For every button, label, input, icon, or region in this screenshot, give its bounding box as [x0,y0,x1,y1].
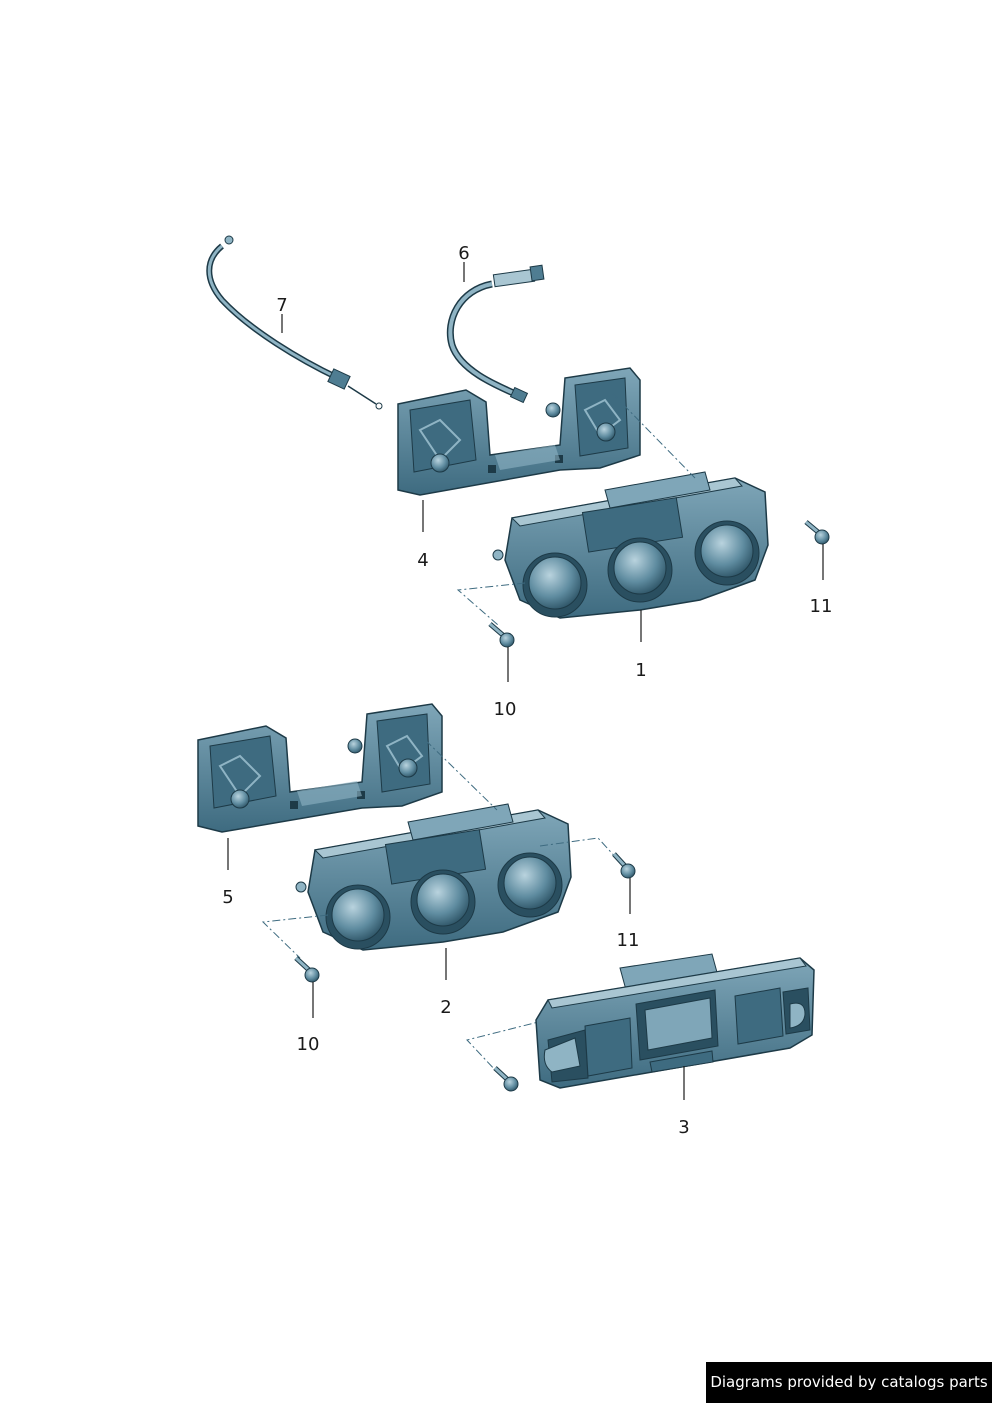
callout-5: 5 [222,887,233,908]
callout-4: 4 [417,550,428,571]
callout-11-lower: 11 [617,930,640,951]
callout-2: 2 [440,997,451,1018]
callout-10-lower: 10 [297,1034,320,1055]
callout-10-upper: 10 [494,699,517,720]
screw-part-11-lower [612,852,636,879]
bracket-part-4 [397,367,641,496]
bracket-part-5 [197,703,443,833]
callout-leaders [227,262,824,1100]
screw-part-10-lower [294,956,320,983]
screw-unit-3 [493,1066,519,1092]
callout-6: 6 [458,243,469,264]
callout-1: 1 [635,660,646,681]
climate-panel-part-3 [535,953,815,1089]
control-unit-part-2 [295,803,572,951]
cable-part-7 [206,235,383,410]
credit-banner: Diagrams provided by catalogs parts [706,1362,992,1403]
callout-3: 3 [678,1117,689,1138]
screw-part-11-upper [804,520,830,545]
assembly-lines-upper [456,392,696,626]
callout-11-upper: 11 [810,596,833,617]
tube-part-6 [446,264,545,404]
control-unit-part-1 [492,471,769,619]
screw-part-10-upper [488,622,515,648]
callout-7: 7 [276,295,287,316]
